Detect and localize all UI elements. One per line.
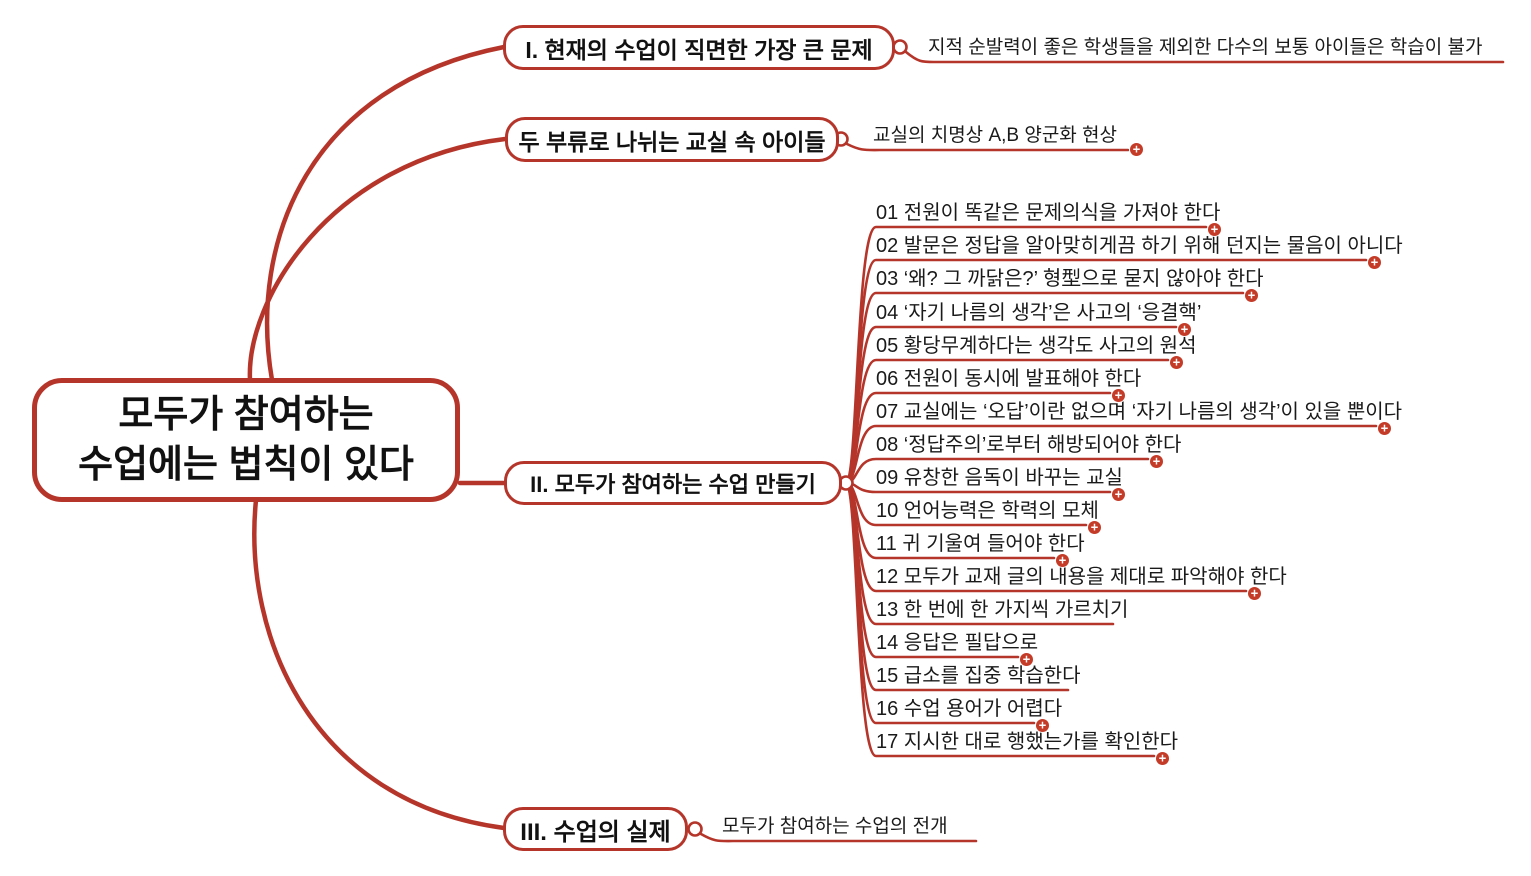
- item-01[interactable]: 01 전원이 똑같은 문제의식을 가져야 한다: [876, 202, 1221, 224]
- item-05[interactable]: 05 황당무계하다는 생각도 사고의 원석: [876, 335, 1197, 357]
- expand-icon-item-05[interactable]: +: [1170, 356, 1183, 369]
- item-02[interactable]: 02 발문은 정답을 알아맞히게끔 하기 위해 던지는 물음이 아니다: [876, 235, 1403, 257]
- expand-icon-item-03[interactable]: +: [1245, 289, 1258, 302]
- item-04[interactable]: 04 ‘자기 나름의 생각’은 사고의 ‘응결핵’: [876, 302, 1202, 324]
- central-topic-line1: 모두가 참여하는: [118, 393, 374, 436]
- expand-icon-item-09[interactable]: +: [1112, 488, 1125, 501]
- expand-icon-item-08[interactable]: +: [1150, 455, 1163, 468]
- item-13[interactable]: 13 한 번에 한 가지씩 가르치기: [876, 599, 1129, 621]
- central-topic[interactable]: 모두가 참여하는 수업에는 법칙이 있다: [32, 378, 460, 502]
- item-15[interactable]: 15 급소를 집중 학습한다: [876, 665, 1081, 687]
- expand-icon-item-17[interactable]: +: [1156, 752, 1169, 765]
- item-03[interactable]: 03 ‘왜? 그 까닭은?’ 형型으로 묻지 않아야 한다: [876, 268, 1264, 290]
- item-11[interactable]: 11 귀 기울여 들어야 한다: [876, 533, 1085, 555]
- branch-2-child[interactable]: 교실의 치명상 A,B 양군화 현상: [873, 125, 1118, 146]
- expand-icon-item-07[interactable]: +: [1378, 422, 1391, 435]
- item-09[interactable]: 09 유창한 음독이 바꾸는 교실: [876, 467, 1123, 489]
- expand-icon-item-14[interactable]: +: [1020, 653, 1033, 666]
- expand-icon-item-16[interactable]: +: [1036, 719, 1049, 732]
- branch-3-topic[interactable]: II. 모두가 참여하는 수업 만들기: [504, 461, 842, 505]
- expand-icon-item-04[interactable]: +: [1178, 323, 1191, 336]
- item-07[interactable]: 07 교실에는 ‘오답’이란 없으며 ‘자기 나름의 생각’이 있을 뿐이다: [876, 401, 1403, 423]
- item-14[interactable]: 14 응답은 필답으로: [876, 632, 1039, 654]
- expand-icon-branch2[interactable]: +: [1130, 143, 1143, 156]
- item-06[interactable]: 06 전원이 동시에 발표해야 한다: [876, 368, 1142, 390]
- branch-1-connector: [892, 39, 908, 55]
- item-08[interactable]: 08 ‘정답주의’로부터 해방되어야 한다: [876, 434, 1182, 456]
- central-topic-line2: 수업에는 법칙이 있다: [78, 444, 414, 486]
- expand-icon-item-11[interactable]: +: [1056, 554, 1069, 567]
- branch-2-topic[interactable]: 두 부류로 나뉘는 교실 속 아이들: [505, 117, 839, 162]
- expand-icon-item-01[interactable]: +: [1208, 223, 1221, 236]
- item-16[interactable]: 16 수업 용어가 어렵다: [876, 698, 1063, 720]
- branch-1-topic[interactable]: I. 현재의 수업이 직면한 가장 큰 문제: [503, 25, 895, 70]
- expand-icon-item-02[interactable]: +: [1368, 256, 1381, 269]
- branch-1-child[interactable]: 지적 순발력이 좋은 학생들을 제외한 다수의 보통 아이들은 학습이 불가: [928, 37, 1483, 58]
- item-17[interactable]: 17 지시한 대로 행했는가를 확인한다: [876, 731, 1179, 753]
- item-12[interactable]: 12 모두가 교재 글의 내용을 제대로 파악해야 한다: [876, 566, 1287, 588]
- expand-icon-item-06[interactable]: +: [1112, 389, 1125, 402]
- expand-icon-item-10[interactable]: +: [1088, 521, 1101, 534]
- branch-4-child[interactable]: 모두가 참여하는 수업의 전개: [722, 816, 948, 837]
- branch-4-topic[interactable]: III. 수업의 실제: [503, 807, 688, 851]
- expand-icon-item-12[interactable]: +: [1248, 587, 1261, 600]
- item-10[interactable]: 10 언어능력은 학력의 모체: [876, 500, 1099, 522]
- branch-4-connector: [687, 821, 703, 837]
